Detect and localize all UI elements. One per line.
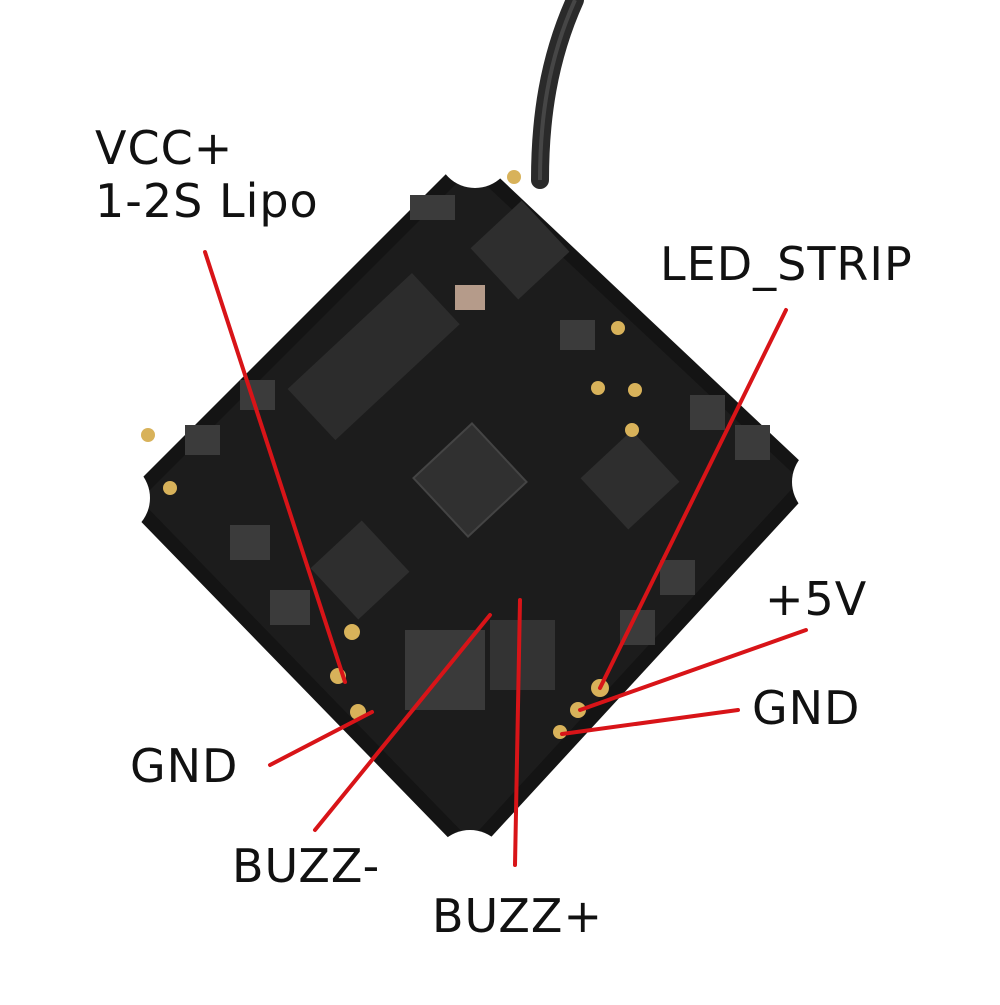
pointer-led-strip — [598, 308, 788, 690]
label-gnd-left: GND — [130, 739, 239, 793]
pointer-5v — [578, 628, 808, 712]
label-vcc-line1: VCC+ — [95, 121, 234, 175]
label-vcc: VCC+ 1-2S Lipo — [95, 122, 319, 228]
label-plus-5v: +5V — [765, 572, 868, 626]
pointer-gnd-left — [268, 710, 374, 767]
pointer-buzz-plus — [513, 598, 522, 867]
pointer-vcc — [203, 250, 347, 684]
pointer-lines — [203, 250, 808, 867]
label-gnd-right: GND — [752, 681, 861, 735]
pointer-gnd-right — [560, 708, 740, 736]
antenna-wire — [531, 0, 584, 189]
label-led-strip: LED_STRIP — [660, 237, 913, 291]
chip-mcu — [412, 422, 528, 538]
pcb-board — [74, 112, 868, 906]
label-buzz-plus: BUZZ+ — [432, 889, 603, 943]
label-vcc-line2: 1-2S Lipo — [95, 173, 319, 228]
pointer-buzz-minus — [313, 613, 492, 832]
label-buzz-minus: BUZZ- — [232, 839, 381, 893]
chip-large — [287, 273, 460, 441]
